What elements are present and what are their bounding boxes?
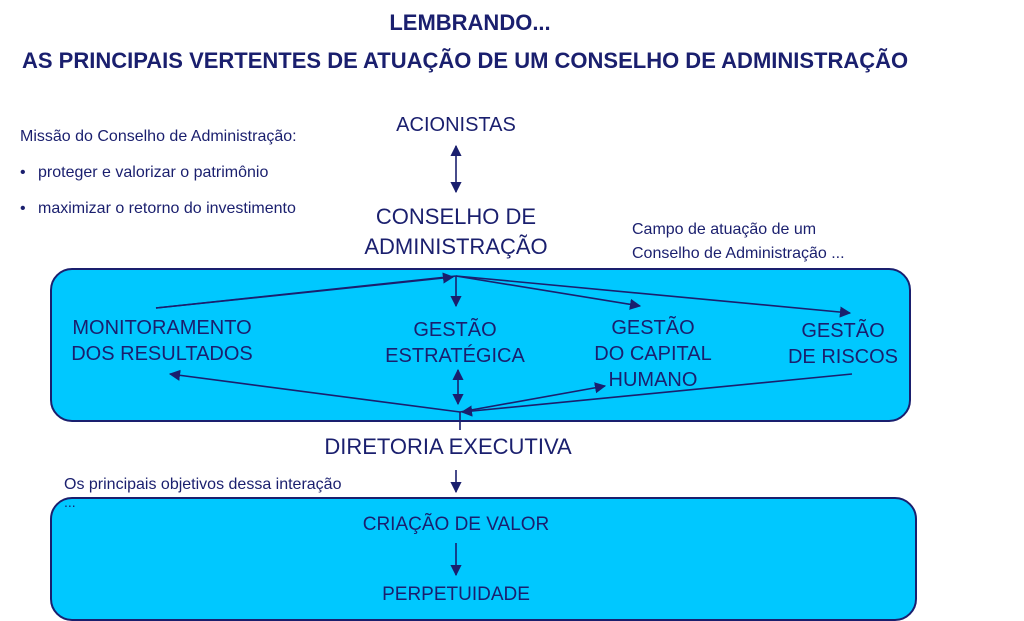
arrow-hub-capital [455, 275, 642, 310]
node-gestao-riscos: GESTÃO DE RISCOS [787, 320, 899, 368]
node-gestao-estrategica: GESTÃO ESTRATÉGICA [385, 319, 525, 367]
arrow-hub-riscos [455, 275, 852, 318]
arrow-diretoria-monitoramento [168, 369, 461, 413]
objetivos-note: Os principais objetivos dessa interação … [64, 476, 342, 510]
bullet-icon: • [20, 200, 26, 217]
node-perpetuidade: PERPETUIDADE [382, 584, 530, 605]
arrow-monitoramento-hub [155, 272, 455, 309]
arrow-riscos-diretoria [460, 373, 853, 417]
mission-title: Missão do Conselho de Administração: [20, 128, 297, 145]
page-title: LEMBRANDO... [389, 10, 551, 35]
arrow-diretoria-capital [459, 382, 607, 413]
node-criacao-valor: CRIAÇÃO DE VALOR [362, 514, 550, 535]
mission-item: •proteger e valorizar o patrimônio [20, 164, 269, 181]
node-acionistas: ACIONISTAS [396, 114, 516, 136]
board-action-panel [50, 268, 911, 422]
node-conselho: CONSELHO DE ADMINISTRAÇÃO [364, 204, 548, 259]
node-monitoramento: MONITORAMENTO DOS RESULTADOS [71, 317, 253, 365]
campo-note: Campo de atuação de um Conselho de Admin… [632, 221, 845, 262]
page-subtitle: AS PRINCIPAIS VERTENTES DE ATUAÇÃO DE UM… [22, 48, 909, 73]
node-gestao-capital-humano: GESTÃO DO CAPITAL HUMANO [594, 317, 712, 391]
bullet-icon: • [20, 164, 26, 181]
mission-item: •maximizar o retorno do investimento [20, 200, 296, 217]
objectives-panel [50, 497, 917, 621]
node-diretoria-executiva: DIRETORIA EXECUTIVA [324, 434, 572, 459]
